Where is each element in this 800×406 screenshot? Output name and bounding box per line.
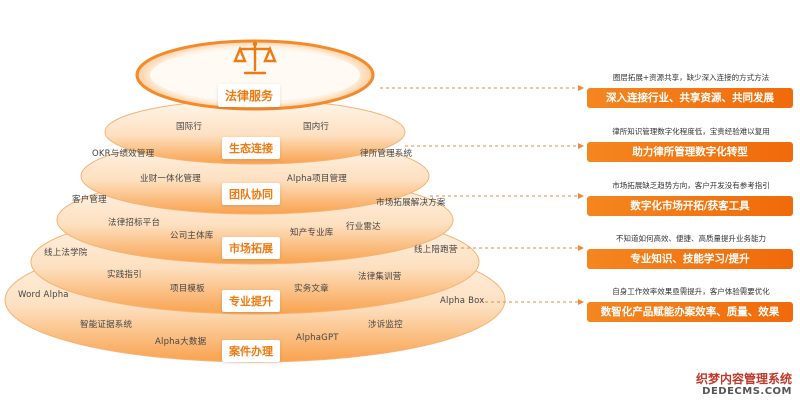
callout-note-5: 自身工作效率效果亟需提升，客户体验需要优化	[612, 287, 770, 296]
item-zhaobiao: 法律招标平台	[108, 218, 161, 228]
callout-goal-3: 数字化市场开拓/获客工具	[587, 196, 793, 216]
callout-goal-1: 深入连接行业、共享资源、共同发展	[587, 88, 793, 108]
callout-goal-4: 专业知识、技能学习/提升	[587, 249, 793, 269]
item-zhengju: 智能证据系统	[80, 320, 133, 330]
item-susong: 涉诉监控	[368, 320, 403, 330]
item-gongsi: 公司主体库	[170, 231, 214, 241]
item-alpha-xm: Alpha项目管理	[287, 174, 347, 184]
callout-note-2: 律所知识管理数字化程度低，宝贵经验难以复用	[612, 127, 770, 136]
top-disc-inner	[150, 49, 360, 101]
tier-1-label: 生态连接	[222, 137, 280, 159]
callout-note-3: 市场拓展缺乏趋势方向，客户开发没有参考指引	[612, 181, 770, 190]
item-hangye: 行业雷达	[346, 222, 381, 232]
item-guojihang: 国际行	[176, 122, 203, 132]
item-xianshang-xy: 线上法学院	[44, 248, 88, 258]
tier-top-label: 法律服务	[218, 84, 281, 107]
item-shijian: 实践指引	[107, 270, 142, 280]
callout-goal-2: 助力律所管理数字化转型	[587, 142, 793, 162]
item-okr: OKR与绩效管理	[92, 149, 155, 159]
item-zhishi: 知产专业库	[290, 228, 334, 238]
item-xunlian: 法律集训营	[358, 272, 402, 282]
item-shichang-fa: 市场拓展解决方案	[376, 198, 446, 208]
tier-5-label: 案件办理	[222, 340, 280, 362]
item-alphagpt: AlphaGPT	[296, 333, 339, 343]
item-word-alpha: Word Alpha	[18, 290, 69, 300]
watermark-domain: DEDECMS.COM	[702, 386, 792, 397]
tier-2-label: 团队协同	[222, 183, 280, 205]
item-alpha-dsj: Alpha大数据	[155, 337, 207, 347]
item-yecai: 业财一体化管理	[140, 174, 201, 184]
connector-lines	[380, 87, 578, 303]
item-kehu: 客户管理	[72, 195, 107, 205]
item-lvsuo: 律所管理系统	[360, 149, 413, 159]
item-xianshang-pp: 线上陪跑营	[414, 245, 458, 255]
item-alpha-box: Alpha Box	[440, 296, 485, 306]
item-guoneihang: 国内行	[303, 122, 330, 132]
connector-arrows	[578, 85, 584, 305]
watermark-title: 织梦内容管理系统	[695, 372, 792, 386]
callout-note-1: 圈层拓展+资源共享，缺少深入连接的方式方法	[612, 73, 770, 82]
callout-goal-5: 数智化产品赋能办案效率、质量、效果	[587, 302, 793, 322]
item-xiangmu-mb: 项目模板	[170, 284, 205, 294]
item-shiwu: 实务文章	[294, 284, 329, 294]
tier-4-label: 专业提升	[222, 290, 280, 312]
scale-icon	[233, 41, 277, 75]
callout-note-4: 不知道如何高效、便捷、高质量提升业务能力	[616, 234, 766, 243]
tier-3-label: 市场拓展	[222, 237, 280, 259]
